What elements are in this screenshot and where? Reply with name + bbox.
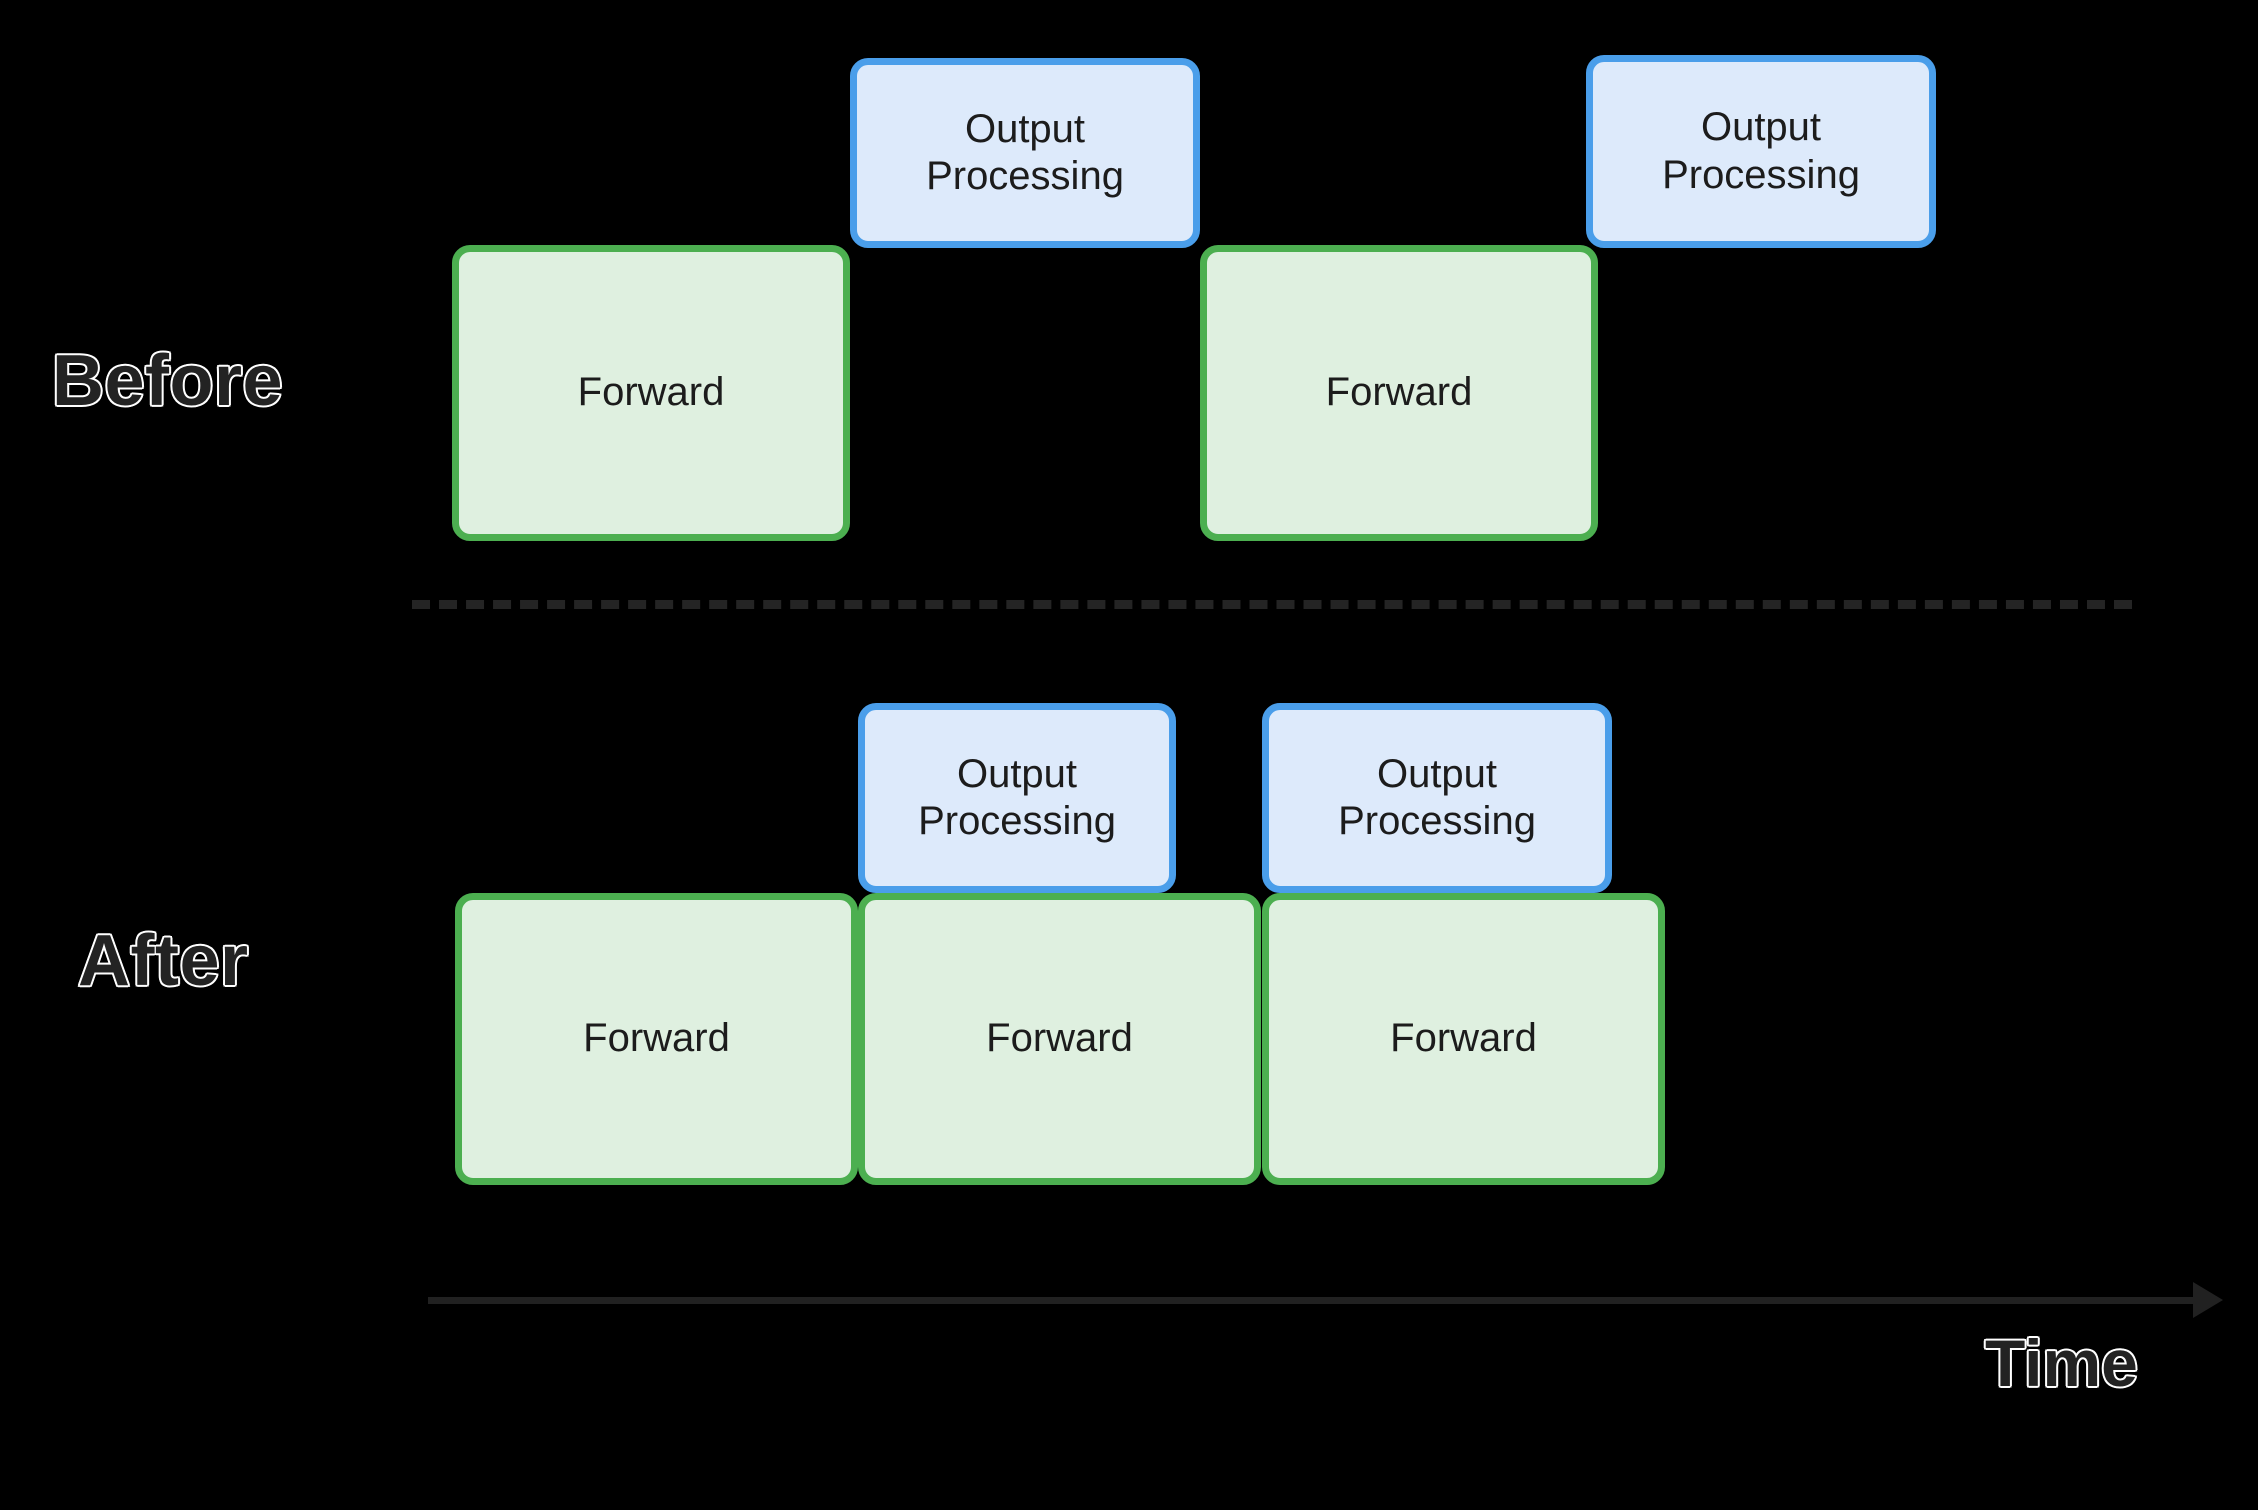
row-label-before: Before: [50, 341, 284, 421]
before-output-processing-block-2: Output Processing: [1586, 55, 1936, 248]
time-axis-arrowhead-icon: [2193, 1282, 2223, 1318]
time-axis-line: [428, 1297, 2195, 1304]
before-output-processing-block-1: Output Processing: [850, 58, 1200, 248]
before-forward-block-1: Forward: [452, 245, 850, 541]
block-label: Forward: [986, 1016, 1133, 1061]
block-label: Output Processing: [1662, 105, 1860, 197]
after-output-processing-block-2: Output Processing: [1262, 703, 1612, 893]
after-forward-block-2: Forward: [858, 893, 1261, 1185]
before-forward-block-2: Forward: [1200, 245, 1598, 541]
time-axis: [428, 1282, 2223, 1318]
after-forward-block-1: Forward: [455, 893, 858, 1185]
after-forward-block-3: Forward: [1262, 893, 1665, 1185]
row-label-after: After: [77, 921, 250, 1001]
block-label: Output Processing: [926, 106, 1124, 198]
block-label: Forward: [1390, 1016, 1537, 1061]
after-output-processing-block-1: Output Processing: [858, 703, 1176, 893]
block-label: Forward: [1325, 370, 1473, 415]
block-label: Forward: [577, 370, 725, 415]
block-label: Forward: [583, 1016, 730, 1061]
time-axis-label: Time: [1984, 1326, 2140, 1400]
block-label: Output Processing: [918, 751, 1116, 843]
section-divider: [412, 600, 2132, 609]
block-label: Output Processing: [1338, 751, 1536, 843]
